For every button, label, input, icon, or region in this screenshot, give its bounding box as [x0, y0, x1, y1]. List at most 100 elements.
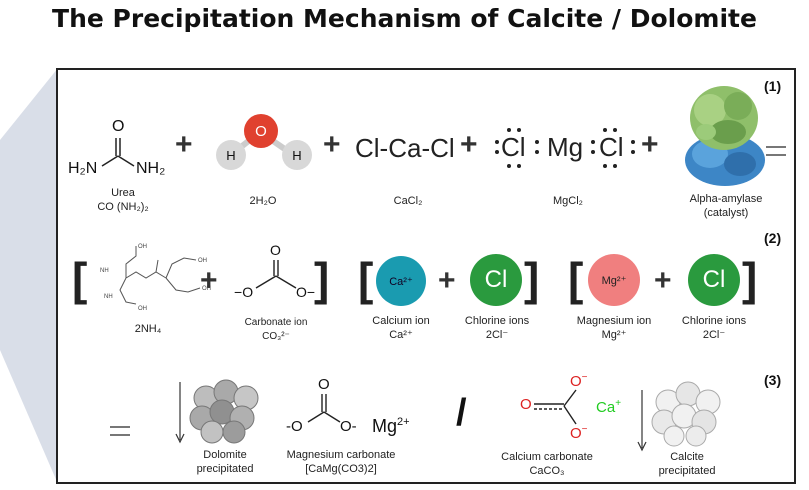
caco3-formula: CaCO₃ [529, 465, 565, 477]
caco3-label: Calcium carbonate CaCO₃ [494, 450, 600, 478]
oxygen-atom: O [244, 114, 278, 148]
nh4-label: 2NH₄ [134, 323, 162, 335]
magnesium-ion-ball: Mg²⁺ [588, 254, 640, 306]
minus-sign: − [234, 284, 243, 300]
water-molecule: O H H [210, 110, 320, 174]
magnesium-ion-formula: Mg²⁺ [601, 329, 627, 341]
calcite-state: precipitated [658, 465, 716, 477]
mgco3-label: Magnesium carbonate [CaMg(CO3)2] [276, 448, 406, 476]
caco3-structure: O O− O− Ca+ [504, 370, 621, 444]
chlorine-ion-name: Chlorine ions [681, 315, 747, 327]
nh-text-1: NH [100, 268, 109, 274]
bracket-open: [ [568, 253, 584, 305]
enzyme-role: (catalyst) [703, 207, 749, 219]
bracket-open: [ [72, 253, 88, 305]
hydrogen-atom-left: H [216, 140, 246, 170]
bracket-close: ] [314, 253, 330, 305]
urea-nh2: NH₂ [136, 160, 166, 177]
enzyme-name: Alpha-amylase [689, 193, 763, 205]
step-number-3: (3) [764, 372, 782, 388]
mgcl2-cl-left: Cl [501, 132, 526, 162]
oxygen-label: O [570, 425, 582, 442]
ca-charge: + [615, 398, 622, 409]
urea-oxygen: O [112, 118, 125, 135]
chlorine-ion-label: Chlorine ions 2Cl⁻ [670, 314, 758, 342]
carbonate-o-top: O [270, 242, 281, 258]
urea-structure: O H₂N NH₂ [68, 118, 173, 178]
dolomite-state: precipitated [196, 463, 254, 475]
chlorine-ion-name: Chlorine ions [464, 315, 530, 327]
caco3-o-top: O− [570, 372, 588, 390]
calcite-name: Calcite [670, 451, 704, 463]
oh-text-1: OH [138, 244, 147, 250]
bracket-close: ] [524, 253, 540, 305]
oh-text-4: OH [138, 306, 147, 312]
oh-text-2: OH [198, 258, 207, 264]
oxygen-label: O [296, 284, 307, 300]
oxygen-label: O [570, 373, 582, 390]
mgcl2-structure: Cl Mg Cl [495, 128, 645, 168]
caco3-o-bottom: O− [570, 424, 588, 442]
mgcl2-label: MgCl₂ [553, 195, 583, 207]
mgco3-o-left: -O [286, 418, 303, 435]
mgco3-structure: O -O O- Mg2+ [284, 374, 414, 440]
caco3-name: Calcium carbonate [501, 451, 593, 463]
oxygen-label: O [242, 284, 254, 300]
step-number-1: (1) [764, 78, 782, 94]
ca-symbol: Ca [596, 399, 616, 416]
calcium-ion-name: Calcium ion [372, 315, 430, 327]
plus-sign: + [438, 264, 456, 297]
plus-sign: + [641, 128, 659, 161]
urea-formula: CO (NH₂)₂ [97, 201, 149, 213]
mg-symbol: Mg [372, 416, 398, 436]
alpha-amylase-icon [685, 86, 765, 186]
chlorine-ion-label: Chlorine ions 2Cl⁻ [454, 314, 540, 342]
equals-sign [110, 426, 130, 436]
chlorine-ion-formula: 2Cl⁻ [485, 329, 509, 341]
mgco3-name: Magnesium carbonate [286, 449, 396, 461]
carbonate-formula: CO₃²⁻ [262, 331, 290, 342]
chlorine-ion-ball: Cl [688, 254, 740, 306]
calcium-ion-formula: Ca²⁺ [389, 329, 413, 341]
urea-name: Urea [111, 187, 135, 199]
decorative-wedge [0, 68, 58, 484]
calcite-cluster-icon [651, 381, 721, 447]
caco3-o-left: O [520, 396, 532, 413]
mgco3-o-top: O [318, 376, 330, 393]
plus-sign: + [175, 128, 193, 161]
mgco3-formula: [CaMg(CO3)2] [305, 463, 377, 475]
oh-text-3: OH [202, 286, 211, 292]
minus-sign: − [306, 284, 316, 300]
magnesium-ion-label: Magnesium ion Mg²⁺ [568, 314, 660, 342]
down-arrow-icon [637, 390, 647, 452]
hydrogen-atom-right: H [282, 140, 312, 170]
mgco3-mg: Mg2+ [372, 416, 410, 437]
bracket-open: [ [358, 253, 374, 305]
dolomite-cluster-icon [189, 379, 259, 444]
dolomite-label: Dolomite precipitated [180, 448, 270, 476]
cacl2-label: CaCl₂ [393, 195, 423, 207]
carbonate-label: Carbonate ion CO₃²⁻ [228, 316, 324, 344]
mgco3-o-right: O- [340, 418, 357, 435]
plus-sign: + [323, 128, 341, 161]
minus-sign: − [581, 424, 588, 435]
nh-text-2: NH [104, 294, 113, 300]
step-number-2: (2) [764, 230, 782, 246]
calcium-ion-label: Calcium ion Ca²⁺ [361, 314, 441, 342]
caco3-ca: Ca+ [596, 398, 621, 416]
urea-label: Urea CO (NH₂)₂ [78, 186, 168, 214]
carbonate-name: Carbonate ion [244, 317, 308, 328]
mechanism-panel: (1) (2) (3) O H₂N NH₂ Urea CO (NH₂)₂ + O… [56, 68, 796, 484]
carbonate-o-right: O− [296, 284, 315, 300]
chlorine-ion-formula: 2Cl⁻ [702, 329, 726, 341]
enzyme-label: Alpha-amylase (catalyst) [672, 192, 780, 220]
slash-separator: / [456, 392, 467, 434]
plus-sign: + [654, 264, 672, 297]
magnesium-ion-name: Magnesium ion [576, 315, 652, 327]
bracket-close: ] [742, 253, 758, 305]
mgcl2-mg: Mg [547, 132, 584, 162]
carbonate-structure: O −O O− [226, 240, 326, 310]
calcite-label: Calcite precipitated [644, 450, 730, 478]
plus-sign: + [200, 264, 218, 297]
mg-charge: 2+ [397, 416, 410, 428]
